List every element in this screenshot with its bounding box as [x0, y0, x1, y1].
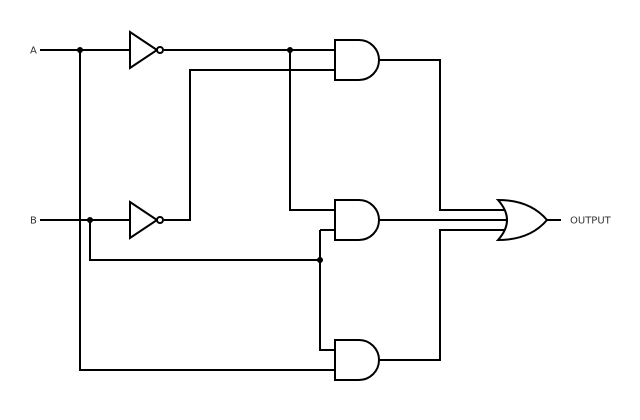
- wire-b-to-and3: [319, 260, 335, 351]
- not-gate-a: [129, 30, 164, 70]
- and-gate-3: [334, 339, 380, 381]
- wires: [40, 49, 561, 371]
- wire-a-to-and3: [79, 50, 335, 371]
- junction-dot: [317, 257, 323, 263]
- output-label: OUTPUT: [570, 216, 612, 227]
- junction-dot: [87, 217, 93, 223]
- not-gate-b: [129, 200, 164, 240]
- and-gate-2: [334, 199, 380, 241]
- wire-notb-to-and1: [164, 69, 335, 221]
- junction-dot: [77, 47, 83, 53]
- wire-and1-to-or: [379, 59, 505, 211]
- input-a-label: A: [30, 46, 37, 57]
- wire-nota-to-and2: [289, 50, 335, 211]
- not-gate-b-body: [129, 200, 159, 240]
- junctions: [77, 47, 323, 263]
- and-gate-1: [334, 39, 380, 81]
- not-gate-a-bubble: [156, 46, 164, 54]
- junction-dot: [287, 47, 293, 53]
- not-gate-a-body: [129, 30, 159, 70]
- not-gate-b-bubble: [156, 216, 164, 224]
- wire-b-branch: [89, 220, 320, 261]
- wire-and3-to-or: [379, 229, 505, 361]
- or-gate: [495, 198, 549, 242]
- input-b-label: B: [30, 216, 37, 227]
